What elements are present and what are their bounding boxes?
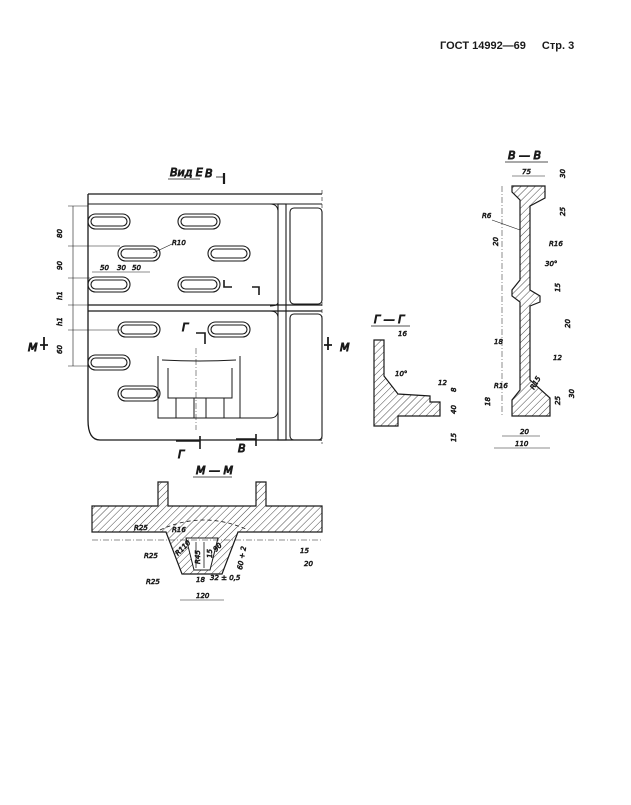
mm-dim-32: 32 ± 0,5 xyxy=(210,574,241,582)
page-number: Стр. 3 xyxy=(541,40,575,52)
left-dimensions: 80 90 h1 h1 60 50 30 50 R10 xyxy=(56,205,187,367)
gg-dim-40: 40 xyxy=(450,405,458,414)
cut-m-left: М xyxy=(28,341,38,354)
gg-dim-16: 16 xyxy=(398,330,407,338)
slots xyxy=(87,213,251,402)
cut-g-inner: Г xyxy=(182,321,189,334)
bb-dim-20: 20 xyxy=(492,237,500,246)
bb-dim-110: 110 xyxy=(515,440,529,448)
cut-b-bottom: В xyxy=(238,442,246,455)
section-bb: В — В 75 30 25 R6 R16 20 30° 15 20 18 12… xyxy=(482,149,576,449)
mm-dim-60: 60 + 2 xyxy=(236,545,248,570)
bb-dim-20-b: 20 xyxy=(564,319,572,328)
bb-dim-r6: R6 xyxy=(482,212,492,220)
dim-90: 90 xyxy=(56,261,64,270)
gg-dim-15: 15 xyxy=(450,433,458,442)
bb-dim-r16-b: R16 xyxy=(494,382,508,390)
dim-80: 80 xyxy=(56,229,64,238)
mm-dim-120: 120 xyxy=(196,592,210,600)
cut-g-bottom: Г xyxy=(178,448,185,461)
bb-dim-20-c: 20 xyxy=(520,428,529,436)
view-e: Вид Е В xyxy=(28,166,351,462)
section-mm: М — М R25 R16 R110 R25 R45 15 90 60 + 2 … xyxy=(91,464,323,601)
cut-m-right: М xyxy=(340,341,350,354)
mm-dim-r25-a: R25 xyxy=(134,524,148,532)
bb-dim-r15: R15 xyxy=(529,375,543,391)
dim-r10: R10 xyxy=(172,239,186,247)
gg-dim-10deg: 10° xyxy=(395,370,407,378)
section-bb-title: В — В xyxy=(508,149,541,162)
mm-dim-r25-c: R25 xyxy=(146,578,160,586)
section-mm-title: М — М xyxy=(196,464,233,477)
bb-dim-30-top: 30 xyxy=(559,169,567,178)
bb-dim-30deg: 30° xyxy=(545,260,557,268)
mm-dim-15-v: 15 xyxy=(206,549,214,558)
page-header: ГОСТ 14992—69 Стр. 3 xyxy=(440,40,574,52)
section-gg: Г — Г 16 10° 12 8 40 15 xyxy=(371,313,458,442)
gg-dim-8: 8 xyxy=(450,387,458,392)
view-e-title: Вид Е xyxy=(170,166,203,179)
bb-dim-25-b: 25 xyxy=(554,396,562,405)
dim-h1-a: h1 xyxy=(56,291,64,300)
gg-dim-12: 12 xyxy=(438,379,447,387)
bb-dim-75: 75 xyxy=(522,168,531,176)
mm-dim-r25-b: R25 xyxy=(144,552,158,560)
view-e-arrow-label: В xyxy=(205,167,213,180)
bb-dim-12: 12 xyxy=(553,354,562,362)
bb-dim-18-b: 18 xyxy=(484,397,492,406)
bb-dim-15: 15 xyxy=(554,283,562,292)
mm-dim-r45: R45 xyxy=(194,550,202,564)
dim-60: 60 xyxy=(56,345,64,354)
bb-dim-30-b: 30 xyxy=(568,389,576,398)
bb-dim-25-top: 25 xyxy=(559,207,567,216)
standard-number: ГОСТ 14992—69 xyxy=(440,40,526,52)
mm-dim-r16: R16 xyxy=(172,526,186,534)
bb-dim-r16: R16 xyxy=(549,240,563,248)
dim-30: 30 xyxy=(117,264,126,272)
mm-dim-20: 20 xyxy=(304,560,313,568)
bb-dim-18: 18 xyxy=(494,338,503,346)
dim-50-a: 50 xyxy=(100,264,109,272)
mm-dim-18: 18 xyxy=(196,576,205,584)
mm-dim-15: 15 xyxy=(300,547,309,555)
pocket xyxy=(157,348,241,430)
dim-h1-b: h1 xyxy=(56,317,64,326)
dim-50-b: 50 xyxy=(132,264,141,272)
section-gg-title: Г — Г xyxy=(374,313,405,326)
